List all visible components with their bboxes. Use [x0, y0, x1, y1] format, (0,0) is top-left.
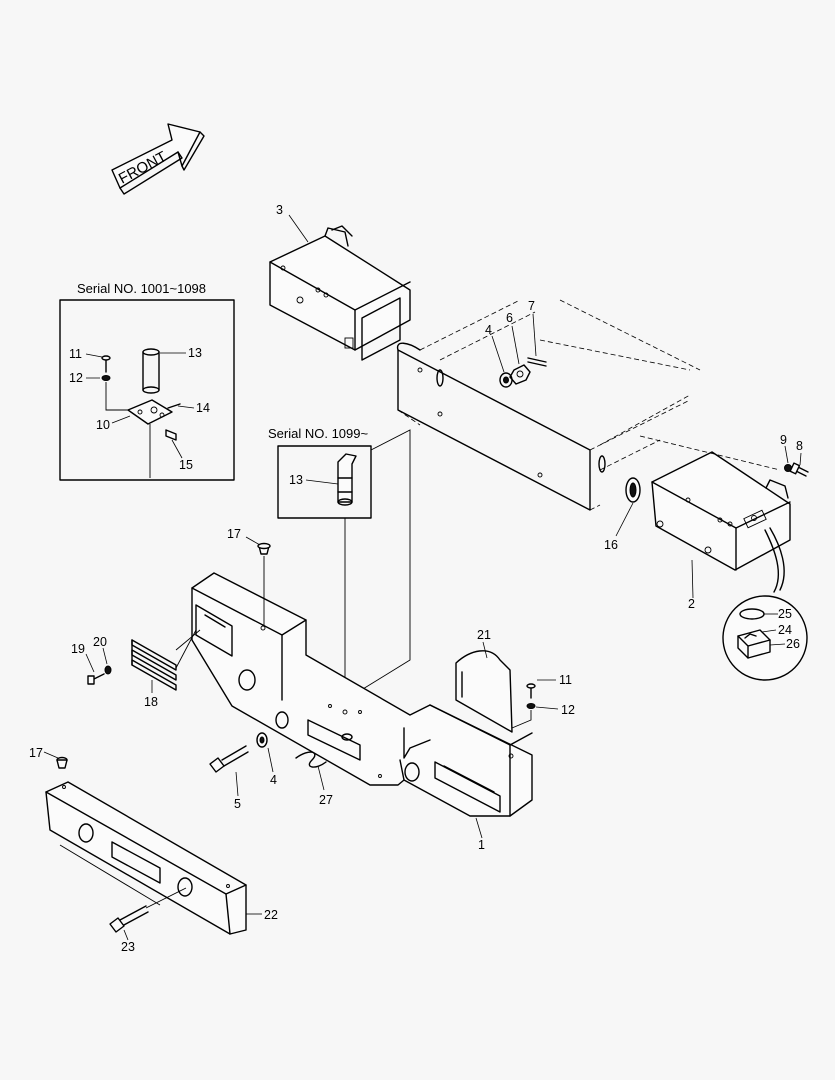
part-20-washer — [102, 647, 112, 675]
leader-18-to-1 — [175, 629, 201, 651]
inset-serial-1099: Serial NO. 1099~ — [268, 426, 411, 705]
part-17-plug-lower — [43, 751, 68, 769]
inset-late-title: Serial NO. 1099~ — [268, 426, 368, 441]
callout-1: 1 — [478, 838, 485, 852]
part-4-washer — [491, 335, 513, 388]
callout-17-lower: 17 — [29, 746, 43, 760]
part-11-bolt-right — [526, 679, 556, 699]
callout-10: 10 — [96, 418, 110, 432]
part-6-nut — [509, 325, 531, 385]
part-1-counterweight — [191, 572, 533, 839]
part-5-bolt — [209, 745, 249, 797]
callout-2: 2 — [688, 597, 695, 611]
callout-27: 27 — [319, 793, 333, 807]
callout-11-inset: 11 — [69, 347, 82, 361]
callout-17-upper: 17 — [227, 527, 241, 541]
callout-25: 25 — [778, 607, 792, 621]
callout-14: 14 — [196, 401, 210, 415]
callout-5: 5 — [234, 797, 241, 811]
frame-rails — [396, 299, 701, 511]
callout-22: 22 — [264, 908, 278, 922]
callout-13-inset2: 13 — [289, 473, 303, 487]
callout-12-inset: 12 — [69, 371, 83, 385]
part-23-bolt — [109, 887, 187, 941]
callout-3: 3 — [276, 203, 283, 217]
part-21-plate — [455, 641, 513, 733]
part-17-plug-upper — [245, 536, 271, 625]
callout-20: 20 — [93, 635, 107, 649]
callout-6: 6 — [506, 311, 513, 325]
inset-early-title: Serial NO. 1001~1098 — [77, 281, 206, 296]
inset-serial-1001-1098: Serial NO. 1001~1098 — [59, 281, 235, 481]
callout-23: 23 — [121, 940, 135, 954]
part-3-cover-box — [269, 214, 411, 361]
callout-4-upper: 4 — [485, 323, 492, 337]
callout-8: 8 — [796, 439, 803, 453]
part-18-lamp-bracket — [131, 629, 197, 693]
part-7-split-pin — [527, 313, 547, 367]
callout-15: 15 — [179, 458, 193, 472]
part-27-pin-clip — [295, 751, 327, 791]
part-22-front-plate — [45, 781, 262, 935]
callout-18: 18 — [144, 695, 158, 709]
part-2-battery-box — [639, 435, 791, 599]
callout-16: 16 — [604, 538, 618, 552]
part-8-bolt — [789, 452, 809, 477]
battery-terminal-detail — [722, 595, 808, 681]
callout-21: 21 — [477, 628, 491, 642]
callout-19: 19 — [71, 642, 85, 656]
callout-13-inset: 13 — [188, 346, 202, 360]
callout-7: 7 — [528, 299, 535, 313]
part-12-washer-right — [511, 703, 559, 729]
callout-26: 26 — [786, 637, 800, 651]
front-arrow-icon: FRONT — [111, 123, 205, 195]
callout-11-right: 11 — [559, 673, 572, 687]
part-4-washer-lower — [256, 732, 274, 773]
callout-4-lower: 4 — [270, 773, 277, 787]
part-19-bolt — [85, 653, 105, 685]
part-16-grommet — [615, 477, 641, 537]
part-9-washer — [784, 445, 792, 472]
callout-24: 24 — [778, 623, 792, 637]
callout-12-right: 12 — [561, 703, 575, 717]
callout-9: 9 — [780, 433, 787, 447]
